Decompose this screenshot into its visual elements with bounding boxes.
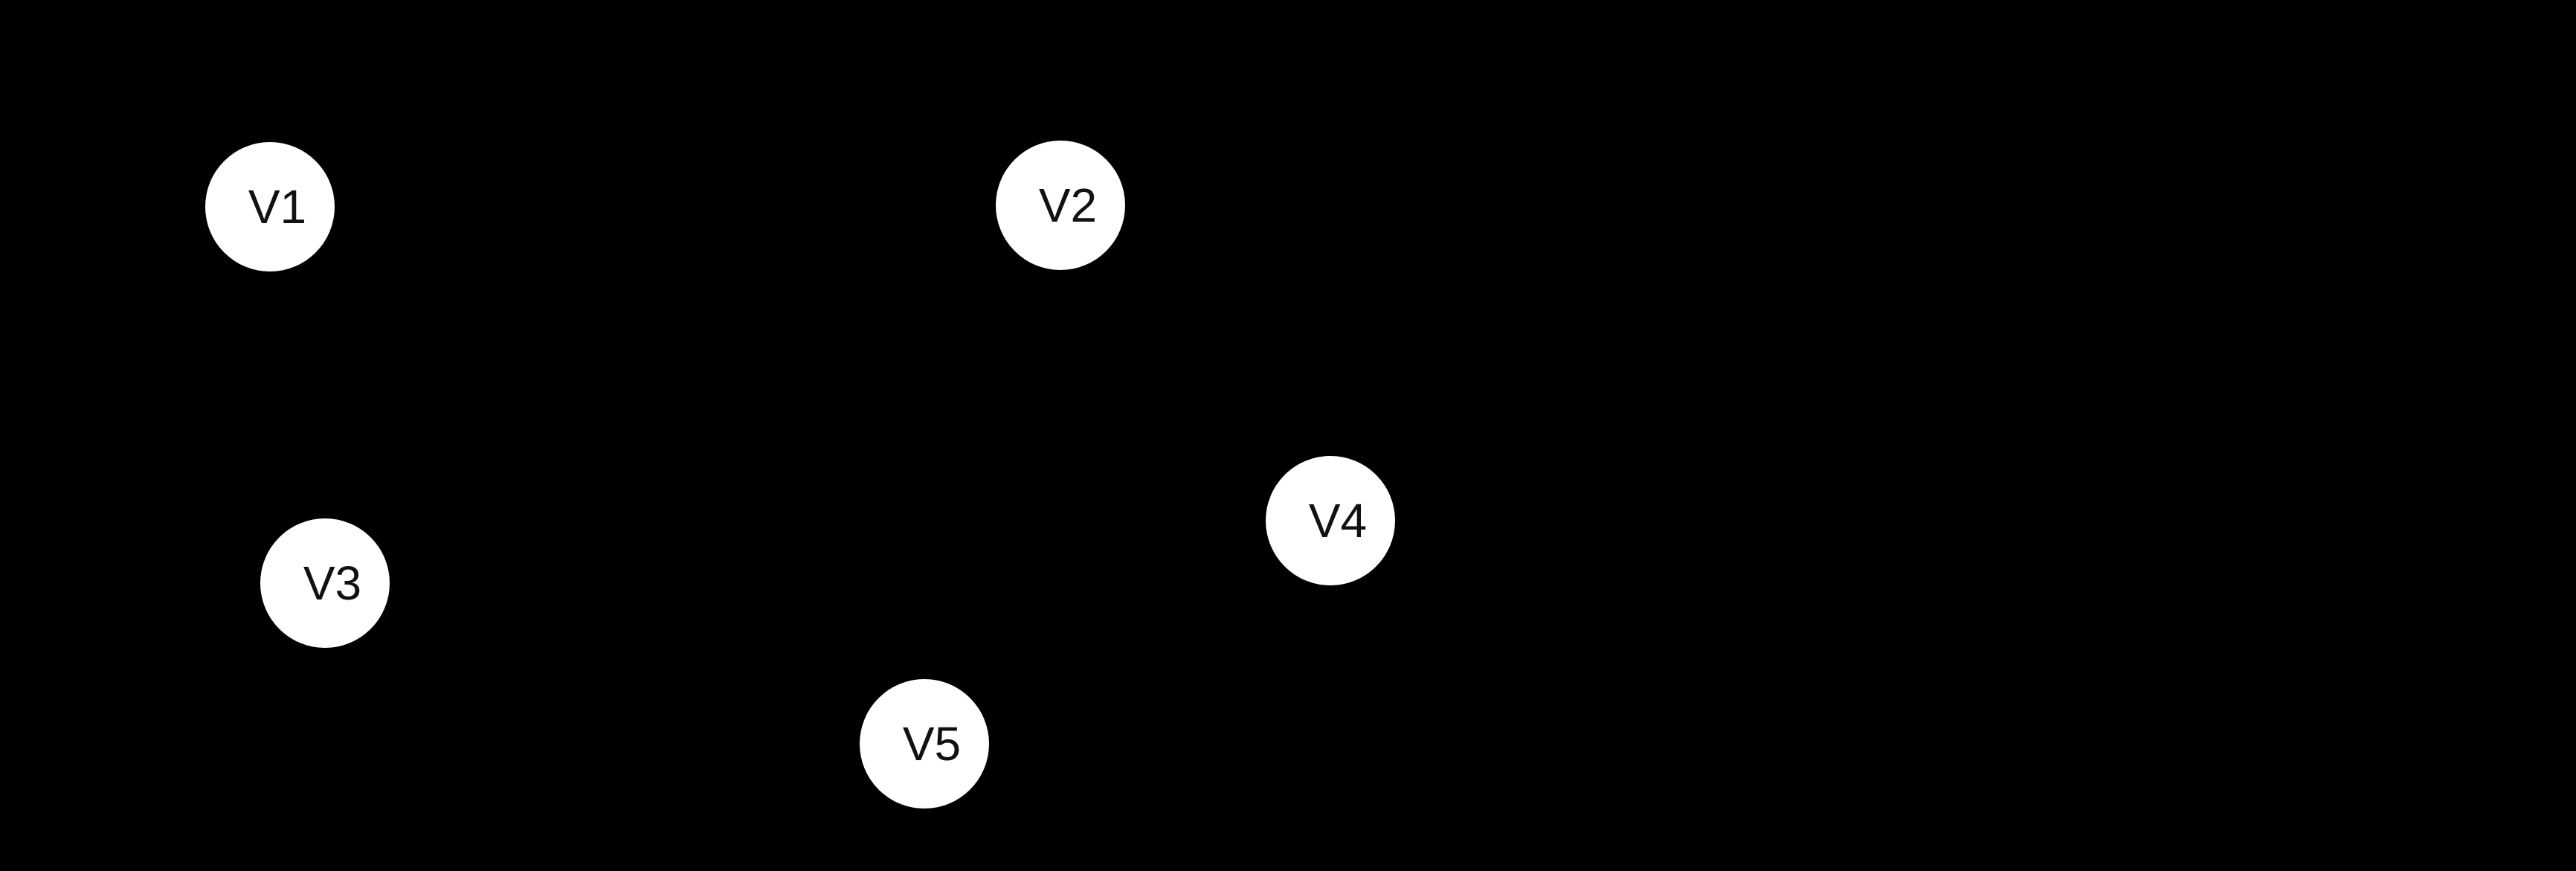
vertex-circle (996, 141, 1125, 270)
vertex-v4: V4 (1266, 456, 1395, 585)
vertex-circle (205, 142, 335, 271)
vertex-v2: V2 (996, 141, 1125, 270)
vertex-circle (1266, 456, 1395, 585)
vertex-label: V3 (303, 556, 361, 610)
vertex-circle (260, 518, 390, 648)
vertex-label: V4 (1309, 494, 1367, 547)
vertex-circle (860, 679, 989, 809)
vertex-label: V5 (903, 717, 961, 771)
vertex-v5: V5 (860, 679, 989, 809)
vertex-label: V1 (248, 180, 306, 234)
vertex-v3: V3 (260, 518, 390, 648)
vertex-label: V2 (1039, 179, 1097, 232)
vertex-v1: V1 (205, 142, 335, 271)
